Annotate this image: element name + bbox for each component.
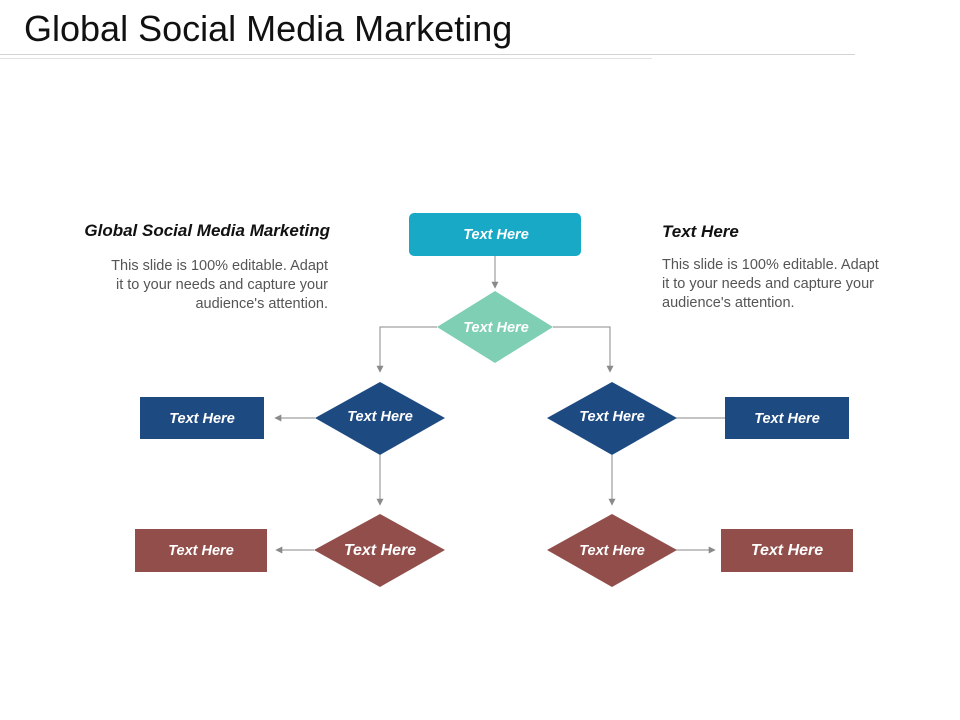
middle-right-box	[725, 397, 849, 439]
middle-left-box-label: Text Here	[169, 411, 235, 427]
connector-top-diamond-to-left-diamond	[376, 326, 437, 373]
middle-left-box	[140, 397, 264, 439]
bottom-right-diamond-label: Text Here	[579, 543, 645, 559]
top-box	[409, 213, 581, 256]
right-panel-body-line: This slide is 100% editable. Adapt	[662, 257, 879, 273]
left-panel-body: This slide is 100% editable. Adapt it to…	[111, 257, 328, 314]
middle-left-diamond-label: Text Here	[347, 409, 413, 425]
top-diamond	[437, 291, 553, 363]
top-diamond-label: Text Here	[463, 320, 529, 336]
right-panel-heading: Text Here	[662, 222, 739, 241]
right-panel-body-line: it to your needs and capture your	[662, 276, 874, 292]
bottom-left-box-label: Text Here	[168, 543, 234, 559]
bottom-right-box-label: Text Here	[751, 542, 823, 559]
bottom-left-box	[135, 529, 267, 572]
right-panel-body: This slide is 100% editable. Adapt it to…	[662, 256, 879, 313]
middle-right-diamond	[547, 382, 677, 455]
title-underline	[0, 54, 855, 55]
right-panel-body-line: audience's attention.	[662, 295, 795, 311]
slide-title: Global Social Media Marketing	[24, 8, 513, 49]
connector-top-diamond-to-right-diamond	[553, 326, 614, 373]
bottom-right-box	[721, 529, 853, 572]
bottom-left-diamond-label: Text Here	[344, 542, 416, 559]
top-box-label: Text Here	[463, 227, 529, 243]
left-panel-heading: Global Social Media Marketing	[84, 221, 330, 240]
left-panel-body-line: This slide is 100% editable. Adapt	[111, 258, 328, 274]
middle-right-box-label: Text Here	[754, 411, 820, 427]
left-panel-body-line: it to your needs and capture your	[116, 277, 328, 293]
title-underline-secondary	[0, 58, 652, 59]
bottom-right-diamond	[547, 514, 677, 587]
middle-right-diamond-label: Text Here	[579, 409, 645, 425]
left-panel-body-line: audience's attention.	[195, 296, 328, 312]
middle-left-diamond	[315, 382, 445, 455]
bottom-left-diamond	[314, 514, 445, 587]
